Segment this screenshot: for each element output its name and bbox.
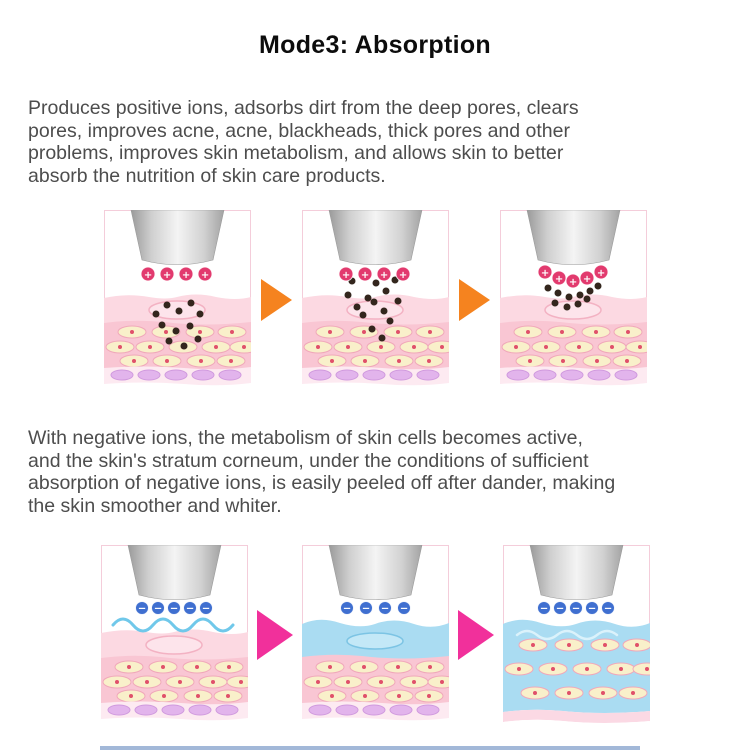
page-title: Mode3: Absorption — [259, 31, 491, 59]
paragraph-line: the skin smoother and whiter. — [28, 494, 282, 517]
negative-ions — [134, 601, 213, 616]
negative-ion-paragraph: With negative ions, the metabolism of sk… — [28, 427, 726, 517]
arrow-right-icon — [457, 610, 494, 660]
panel-moisture-penetrating — [301, 545, 449, 725]
device-head — [328, 210, 422, 266]
negative-ions — [536, 601, 615, 616]
device-head — [529, 545, 623, 601]
panel-dirt-rising — [301, 210, 449, 391]
device-head — [130, 210, 224, 266]
next-section-edge — [100, 746, 640, 750]
positive-ion-diagram-row — [0, 210, 750, 390]
paragraph-line: and the skin's stratum corneum, under th… — [28, 449, 589, 472]
panel-negative-ions-applied — [100, 545, 248, 726]
skin-cells — [504, 638, 650, 700]
paragraph-line: pores, improves acne, acne, blackheads, … — [28, 119, 570, 142]
panel-skin-hydrated-smooth — [502, 545, 650, 725]
panel-dirt-deep-in-pores — [103, 210, 251, 390]
paragraph-line: problems, improves skin metabolism, and … — [28, 142, 564, 164]
device-head — [526, 210, 620, 266]
intro-paragraph: Produces positive ions, adsorbs dirt fro… — [28, 97, 726, 187]
moisture-wave — [111, 617, 234, 633]
negative-ion-diagram-row — [0, 545, 750, 725]
skin-layers — [302, 295, 449, 391]
paragraph-line: absorb the nutrition of skin care produc… — [28, 164, 386, 187]
skin-layers — [101, 630, 248, 726]
panel-dirt-adsorbed — [499, 210, 647, 391]
paragraph-line: Produces positive ions, adsorbs dirt fro… — [28, 97, 579, 119]
device-head — [127, 545, 221, 601]
arrow-right-icon — [458, 279, 490, 321]
paragraph-line: With negative ions, the metabolism of sk… — [28, 427, 583, 449]
skin-layers — [502, 619, 650, 725]
arrow-right-icon — [256, 610, 293, 660]
device-head — [328, 545, 422, 601]
paragraph-line: absorption of negative ions, is easily p… — [28, 472, 616, 494]
skin-layers — [500, 295, 647, 391]
skin-layers — [301, 619, 449, 725]
arrow-right-icon — [260, 279, 292, 321]
